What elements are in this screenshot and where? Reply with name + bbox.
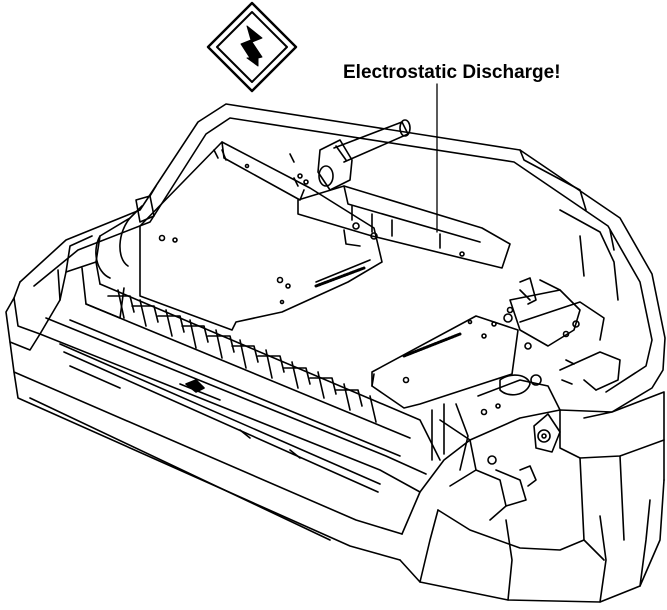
- esd-warning-icon: [206, 1, 298, 93]
- rear-right-wall: [519, 149, 619, 305]
- rear-clips: [213, 149, 299, 187]
- right-drive-assembly: [431, 279, 621, 521]
- secondary-circuit-board: [371, 315, 519, 409]
- electrostatic-discharge-label: Electrostatic Discharge!: [343, 62, 561, 83]
- motor-shaft: [317, 119, 411, 191]
- outer-housing: [5, 103, 666, 603]
- left-side-wall: [95, 185, 157, 279]
- center-bracket: [297, 185, 511, 269]
- main-circuit-board: [139, 141, 383, 331]
- front-paper-guide: [59, 235, 441, 493]
